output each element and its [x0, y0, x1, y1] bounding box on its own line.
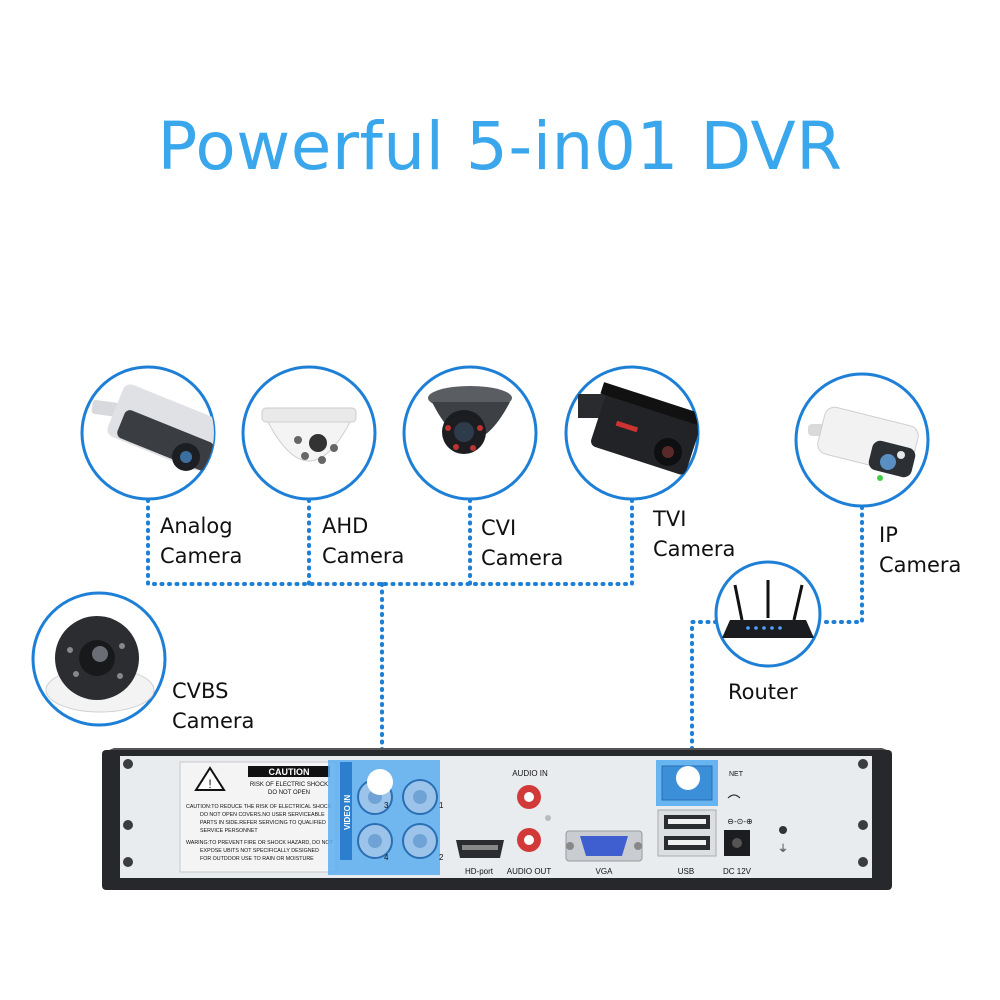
- svg-text:⊖-⊙-⊕: ⊖-⊙-⊕: [727, 817, 752, 826]
- caution-title: CAUTION: [269, 767, 310, 777]
- audio-ports: AUDIO IN AUDIO OUT: [507, 769, 552, 876]
- caution-line: SERVICE PERSONNET: [200, 828, 258, 834]
- bnc-number: 4: [384, 853, 389, 862]
- caution-line: FOR OUTDOOR USE TO RAIN OR MOISTURE: [200, 856, 314, 862]
- dc-label: DC 12V: [723, 867, 752, 876]
- dc-power-port: ⊖-⊙-⊕ DC 12V ⏚: [723, 817, 788, 876]
- dome-camera-icon: [428, 386, 512, 454]
- svg-text:!: !: [208, 777, 211, 791]
- video-in-label: VIDEO IN: [343, 795, 352, 830]
- ahd-camera-label: AHD Camera: [322, 511, 404, 571]
- net-connection-dot: [676, 766, 700, 790]
- analog-camera-circle: [80, 365, 216, 501]
- label-line: AHD: [322, 514, 369, 538]
- tvi-camera-circle: [564, 365, 700, 501]
- tvi-camera-label: TVI Camera: [653, 504, 735, 564]
- net-usb-ports: NET USB: [656, 760, 744, 876]
- audio-in-label: AUDIO IN: [512, 769, 548, 778]
- hdmi-port: HD-port: [456, 840, 504, 876]
- cvbs-camera-circle: [31, 591, 167, 727]
- ahd-camera-circle: [241, 365, 377, 501]
- label-line: Analog: [160, 514, 233, 538]
- ip-camera-circle: [794, 372, 930, 508]
- caution-line: CAUTION:TO REDUCE THE RISK OF ELECTRICAL…: [186, 804, 332, 810]
- caution-line: WARING:TO PREVENT FIRE OR SHOCK HAZARD, …: [186, 840, 334, 846]
- video-in-connection-dot: [367, 769, 393, 795]
- bnc-number: 1: [439, 801, 444, 810]
- bnc-number: 2: [439, 853, 444, 862]
- label-line: CVI: [481, 516, 517, 540]
- label-line: Camera: [160, 544, 243, 568]
- page-title: Powerful 5-in01 DVR: [157, 108, 843, 185]
- cvi-camera-label: CVI Camera: [481, 513, 563, 573]
- line-router-net: [690, 620, 718, 770]
- ground-icon: ⏚: [778, 843, 788, 855]
- label-line: IP: [879, 523, 898, 547]
- cvi-camera-circle: [402, 365, 538, 501]
- router-circle: [714, 560, 822, 668]
- caution-line: PARTS IN SIDE.REFER SERVICING TO QUALIFI…: [200, 820, 326, 826]
- label-line: Camera: [172, 709, 255, 733]
- caution-line: DO NOT OPEN COVERS.NO USER SERVICEABLE: [200, 812, 325, 818]
- cvbs-camera-label: CVBS Camera: [172, 676, 254, 736]
- connection-lines: [146, 498, 864, 770]
- bullet-camera-icon: [91, 384, 214, 471]
- hdport-label: HD-port: [465, 867, 494, 876]
- line-analog: [146, 498, 384, 586]
- ip-camera-label: IP Camera: [879, 520, 961, 580]
- dvr-rear-panel: ! CAUTION RISK OF ELECTRIC SHOCK DO NOT …: [102, 748, 892, 890]
- label-line: CVBS: [172, 679, 229, 703]
- caution-label: ! CAUTION RISK OF ELECTRIC SHOCK DO NOT …: [179, 761, 337, 873]
- dome-camera-icon: [261, 407, 357, 464]
- caution-sub1: RISK OF ELECTRIC SHOCK: [250, 782, 328, 788]
- bnc-connector-1: [402, 779, 438, 815]
- bnc-connector-2: [402, 823, 438, 859]
- line-ip: [819, 505, 864, 624]
- mounting-screws: [123, 759, 868, 867]
- line-tvi: [380, 498, 634, 586]
- bnc-connector-4: [357, 823, 393, 859]
- bullet-camera-icon: [578, 382, 698, 475]
- vga-label: VGA: [596, 867, 614, 876]
- dome-camera-icon: [45, 616, 155, 713]
- label-line: TVI: [653, 507, 687, 531]
- bnc-number: 3: [384, 801, 389, 810]
- label-line: Camera: [481, 546, 564, 570]
- label-line: Camera: [322, 544, 405, 568]
- net-label: NET: [729, 771, 744, 778]
- vga-port: VGA: [565, 830, 643, 876]
- caution-sub2: DO NOT OPEN: [268, 790, 310, 796]
- router-label: Router: [728, 680, 798, 704]
- analog-camera-label: Analog Camera: [160, 511, 242, 571]
- label-line: Camera: [879, 553, 962, 577]
- usb-label: USB: [678, 867, 694, 876]
- audio-out-label: AUDIO OUT: [507, 867, 552, 876]
- router-icon: [722, 580, 814, 638]
- caution-line: EXPOSE UBITS NOT SPECIFICALLY DESIGNED: [200, 848, 319, 854]
- label-line: Camera: [653, 537, 736, 561]
- video-in-block: VIDEO IN 3 1 4 2: [328, 760, 444, 875]
- ip-bullet-camera-icon: [808, 406, 919, 481]
